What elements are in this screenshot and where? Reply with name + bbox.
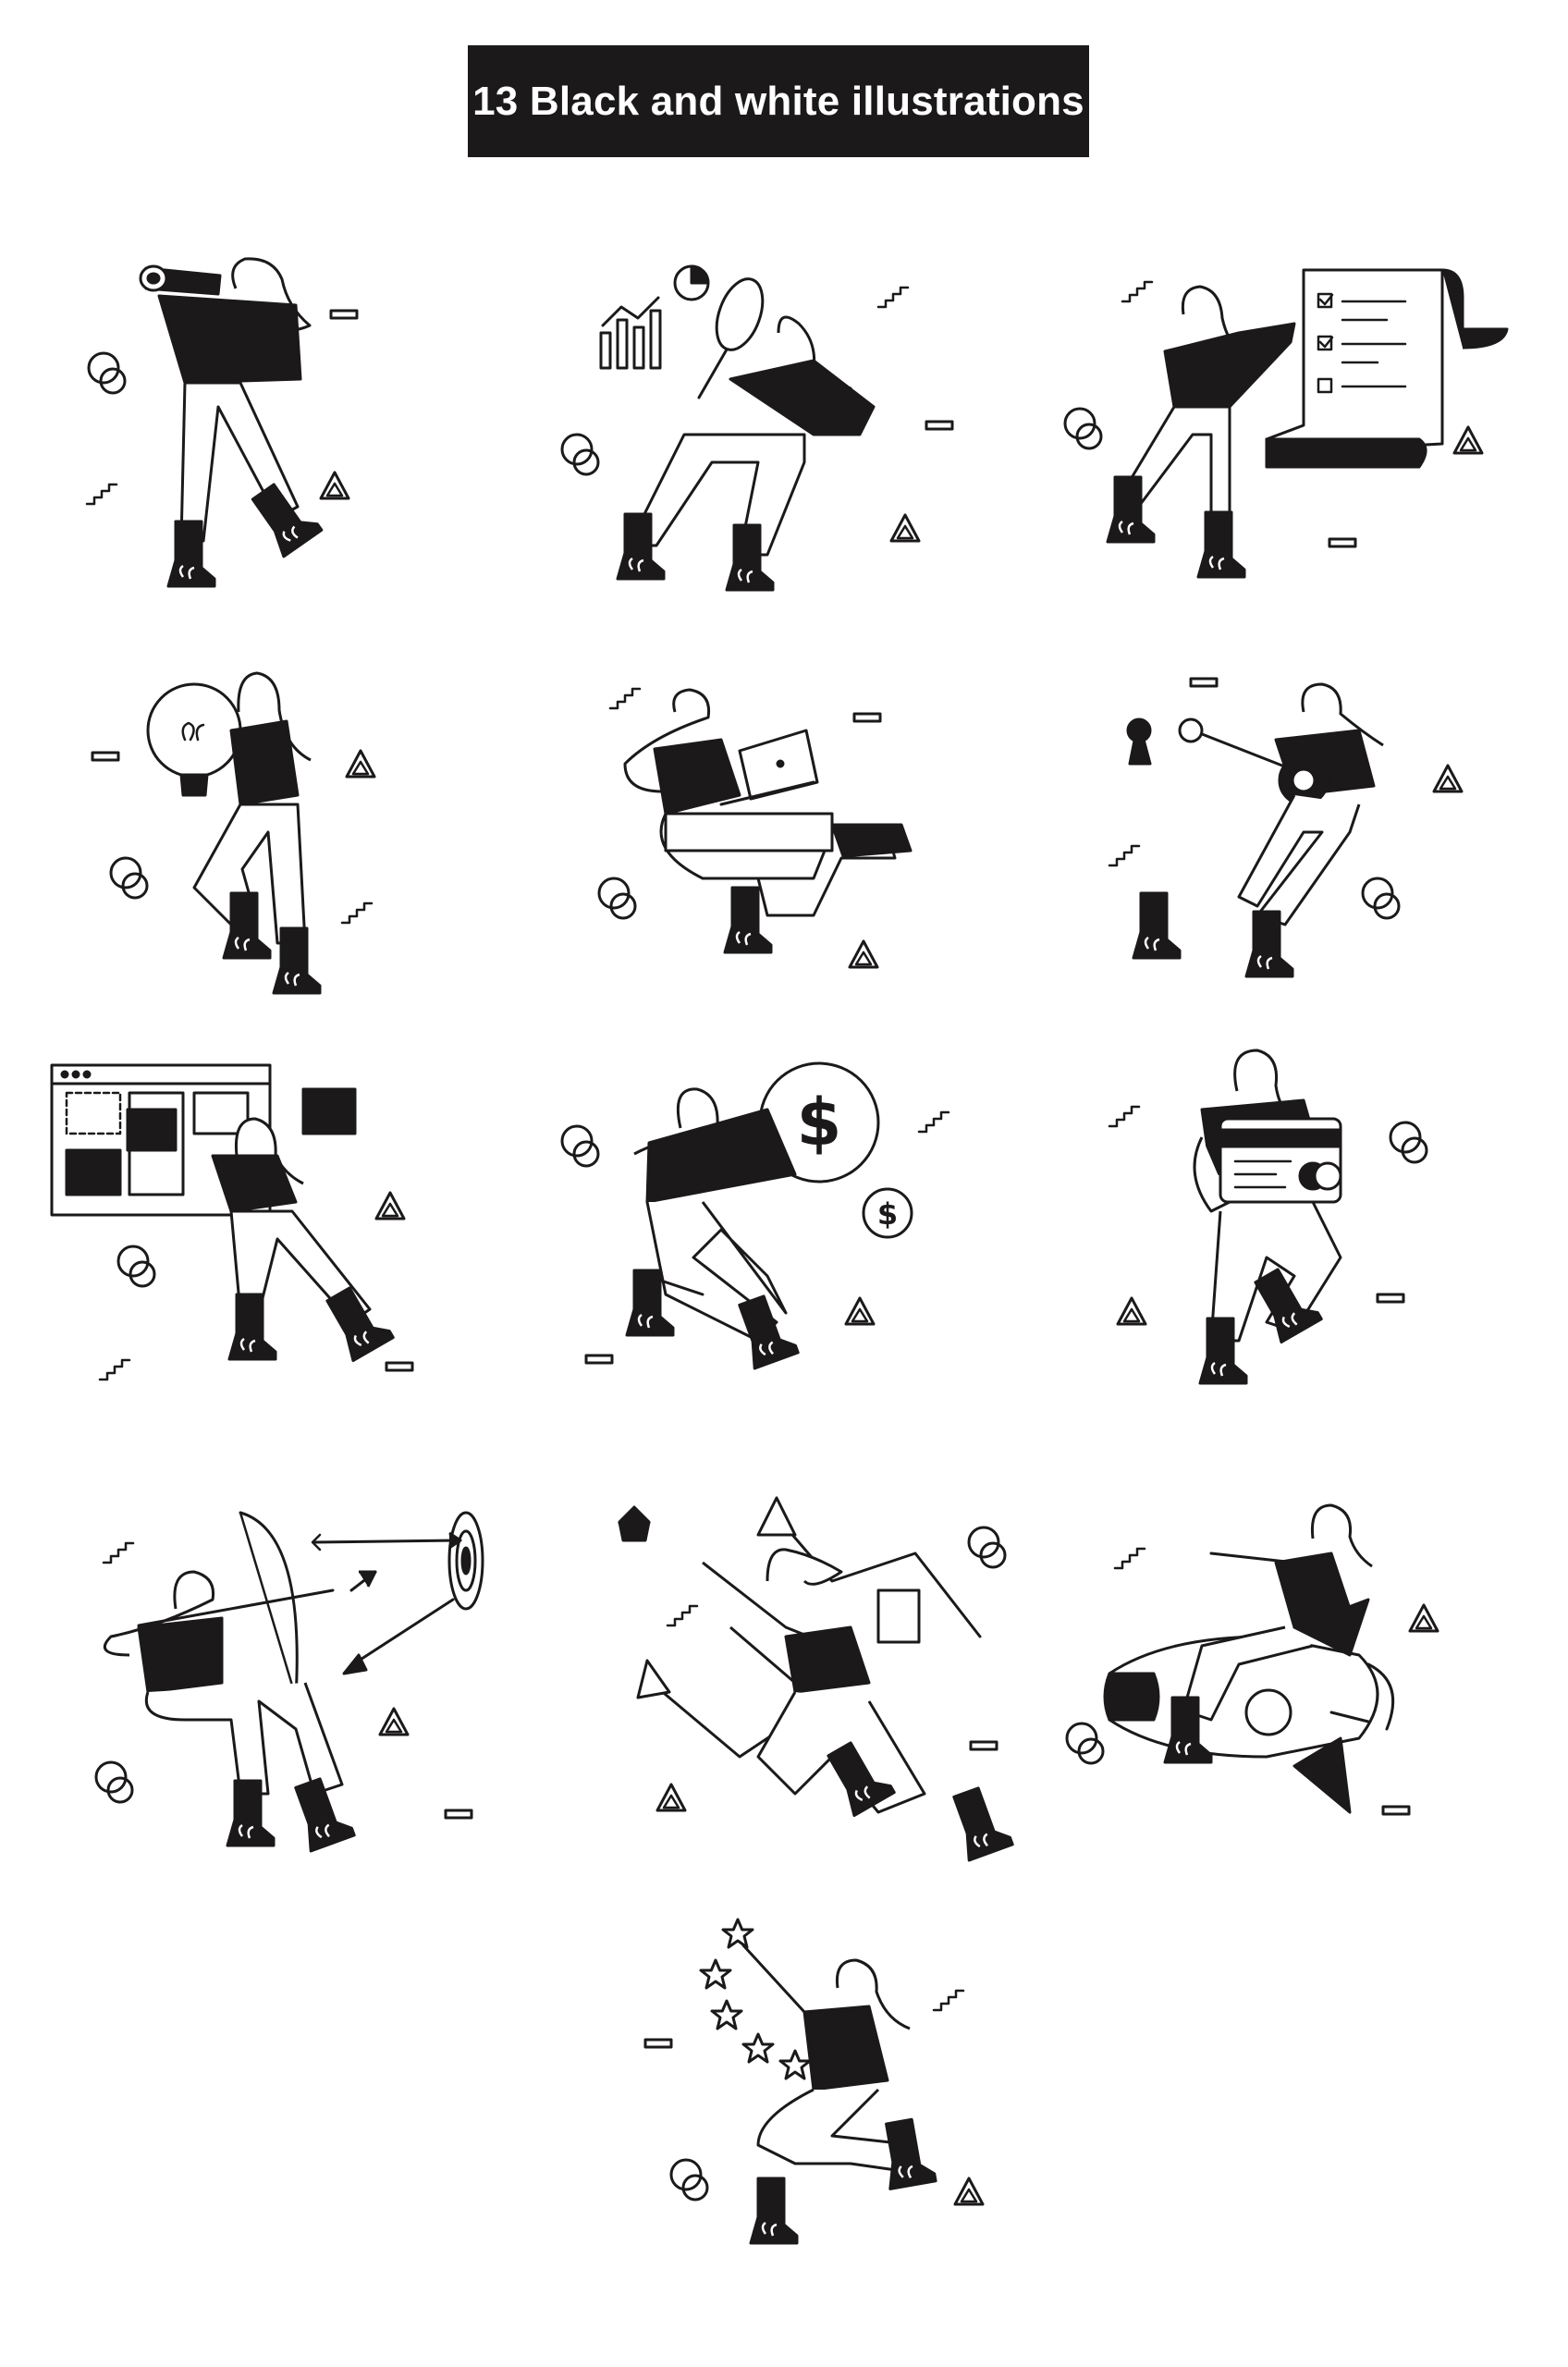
illustration-credit-card bbox=[1108, 1049, 1428, 1385]
arrow-icon bbox=[311, 1531, 462, 1675]
laptop-icon bbox=[719, 729, 819, 806]
illustration-key bbox=[1108, 677, 1464, 978]
illustration-stars bbox=[643, 1918, 985, 2245]
star-icon bbox=[710, 1999, 743, 2030]
illustration-rocket bbox=[1065, 1503, 1439, 1816]
pie-chart-icon bbox=[673, 264, 710, 301]
floating-block-icon bbox=[301, 1087, 357, 1135]
illustration-idea bbox=[91, 671, 376, 995]
key-icon bbox=[1178, 717, 1329, 806]
illustration-checklist bbox=[1063, 268, 1509, 579]
browser-window-icon bbox=[50, 1063, 272, 1217]
magnifier-icon bbox=[697, 277, 765, 399]
bar-chart-icon bbox=[599, 296, 662, 370]
rings-decoration bbox=[87, 351, 127, 395]
bow-target-icon bbox=[447, 1511, 484, 1611]
zigzag-decoration bbox=[85, 483, 118, 506]
small-dollar-sign: $ bbox=[877, 1196, 898, 1232]
illustration-growth bbox=[618, 1496, 1014, 1862]
title-banner: 13 Black and white illustrations bbox=[468, 45, 1089, 157]
star-icon bbox=[778, 2049, 812, 2080]
lightbulb-icon bbox=[146, 682, 242, 797]
star-icon bbox=[699, 1958, 732, 1990]
page-title: 13 Black and white illustrations bbox=[472, 78, 1084, 124]
telescope-icon bbox=[139, 264, 222, 296]
rocket-icon bbox=[1103, 1598, 1395, 1814]
keyhole-icon bbox=[1126, 717, 1152, 766]
illustration-telescope bbox=[85, 257, 359, 588]
triangle-decoration bbox=[319, 471, 350, 500]
document-icon bbox=[876, 1588, 921, 1644]
boot-icon bbox=[166, 520, 216, 588]
illustration-data-analysis bbox=[560, 264, 954, 592]
star-icon bbox=[721, 1918, 754, 1949]
dollar-sign: $ bbox=[797, 1085, 842, 1160]
star-icon bbox=[741, 2032, 775, 2064]
illustration-money: $ $ bbox=[560, 1061, 950, 1370]
illustration-web-layout bbox=[50, 1063, 414, 1381]
credit-card-icon bbox=[1219, 1117, 1342, 1204]
illustration-target bbox=[94, 1511, 484, 1853]
dash-decoration bbox=[329, 309, 359, 320]
checklist-icon bbox=[1265, 268, 1509, 469]
small-dollar-coin-icon: $ bbox=[862, 1187, 913, 1239]
illustration-laptop bbox=[597, 687, 913, 969]
